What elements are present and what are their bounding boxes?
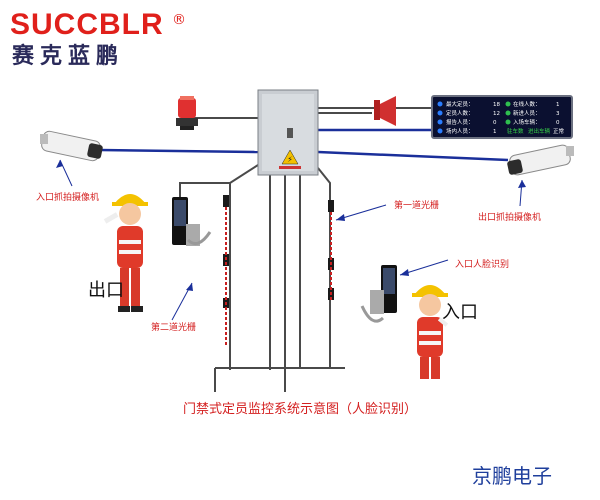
exit-camera-label: 入口抓拍摄像机 bbox=[36, 193, 100, 203]
brand-name: 京鹏电子 bbox=[472, 464, 552, 488]
speaker-icon bbox=[374, 96, 396, 126]
barrier-beams bbox=[225, 207, 332, 345]
led-row-1-label: 最大定员： bbox=[446, 100, 474, 108]
led-row-2-value: 12 bbox=[493, 111, 500, 117]
svg-text:⚡: ⚡ bbox=[287, 155, 293, 164]
entry-camera-label: 出口抓拍摄像机 bbox=[478, 213, 542, 223]
led-row-1-value: 18 bbox=[493, 102, 500, 108]
second-barrier-label: 第二道光栅 bbox=[151, 323, 197, 333]
control-box: ⚡ bbox=[257, 89, 319, 176]
entry-worker-icon bbox=[412, 285, 449, 379]
first-barrier-label: 第一道光栅 bbox=[394, 201, 440, 211]
led-row-2-value2: 3 bbox=[556, 111, 560, 117]
right-camera-icon bbox=[507, 144, 574, 176]
logo-text-cn: 赛克蓝鹏 bbox=[12, 43, 125, 69]
pointer-arrowheads bbox=[56, 160, 526, 291]
diagram-caption: 门禁式定员监控系统示意图（人脸识别） bbox=[182, 402, 417, 417]
logo-text-en: SUCCBLR bbox=[10, 8, 164, 41]
exit-label: 出口 bbox=[88, 280, 124, 301]
led-row-4-tag2: 进出车辆 bbox=[528, 127, 551, 135]
led-row-1-value2: 1 bbox=[556, 102, 560, 108]
led-row-3-label2: 入场车辆： bbox=[513, 118, 541, 126]
entry-face-label: 入口人脸识别 bbox=[455, 260, 510, 270]
exit-worker-icon bbox=[103, 194, 148, 312]
led-row-2-label2: 新进人员： bbox=[513, 109, 541, 117]
entry-face-terminal-icon bbox=[360, 265, 397, 323]
led-row-4-tag1: 驻车数 bbox=[507, 127, 524, 135]
barrier-poles bbox=[223, 195, 334, 308]
left-camera-icon bbox=[40, 130, 103, 162]
led-row-4-status: 正常 bbox=[553, 127, 565, 135]
registered-mark: ® bbox=[172, 12, 186, 28]
led-row-3-value2: 0 bbox=[556, 120, 560, 126]
signal-wires bbox=[99, 128, 509, 162]
led-row-4-label: 场内人员： bbox=[446, 127, 474, 135]
exit-face-terminal-icon bbox=[172, 197, 212, 246]
led-row-4-value: 1 bbox=[493, 129, 497, 135]
alarm-beacon-icon bbox=[176, 96, 198, 130]
entry-label: 入口 bbox=[442, 302, 478, 323]
led-row-2-label: 定员人数： bbox=[446, 109, 474, 117]
led-row-3-value: 0 bbox=[493, 120, 497, 126]
led-row-3-label: 报告人员： bbox=[446, 118, 474, 126]
led-row-1-label2: 在线人数： bbox=[513, 100, 541, 108]
led-display-panel: 最大定员： 18 在线人数： 1 定员人数： 12 新进人员： 3 报告人员： … bbox=[431, 95, 573, 139]
